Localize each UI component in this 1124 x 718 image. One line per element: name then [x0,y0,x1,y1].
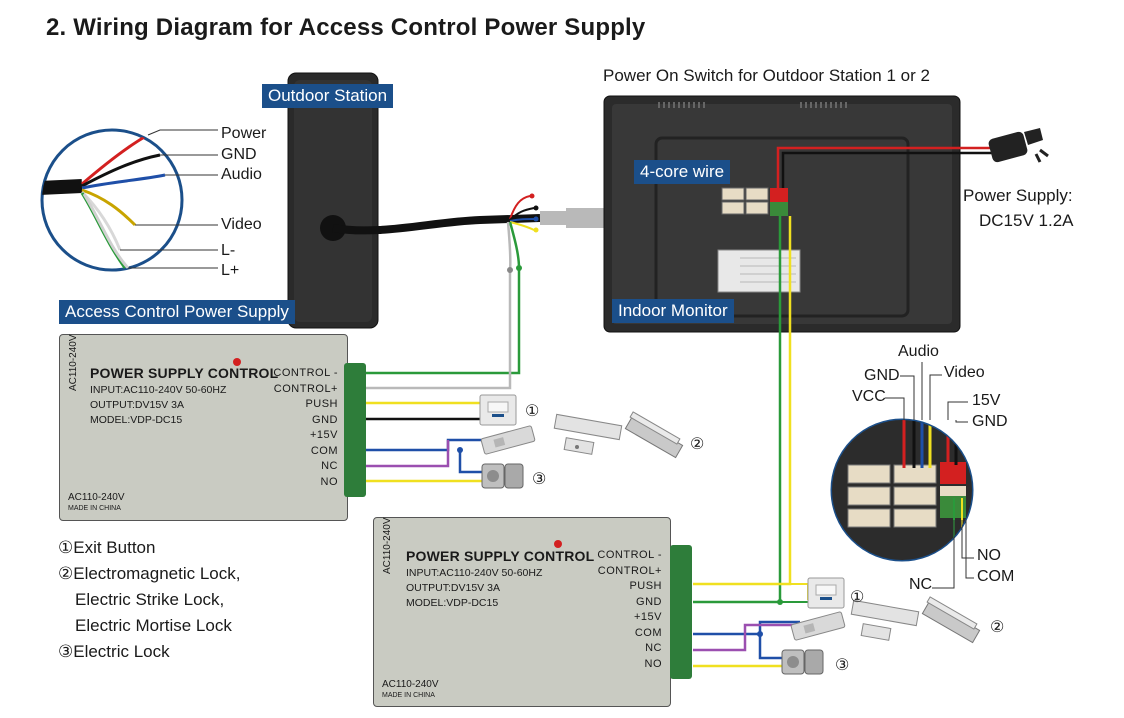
marker-3-set2: ③ [835,657,850,674]
marker-1-set2: ① [850,589,865,606]
connector-label-gnd2: GND [972,413,1008,430]
psu1-terminal-block [344,363,366,497]
connector-label-com: COM [977,568,1015,585]
electric-lock-device-1 [481,463,524,489]
psu1-side-text: AC110-240V [68,334,79,391]
dc-power-cable [776,146,1000,188]
power-supply-label: Power Supply: [963,186,1073,205]
psu1-name: POWER SUPPLY CONTROL [90,365,279,381]
electric-strike-device-1 [480,425,536,455]
wire-label-l-minus: L- [221,242,236,259]
psu2-terminal-block [670,545,692,679]
psu2-side-text: AC110-240V [382,517,393,574]
indoor-monitor-tag: Indoor Monitor [612,299,734,323]
marker-2-set2: ② [990,619,1005,636]
legend-exit-button: ①Exit Button [58,538,156,557]
connector-label-video: Video [944,364,985,381]
electric-strike-device-2 [790,611,846,641]
marker-3-set1: ③ [532,471,547,488]
exit-button-device-2 [807,577,845,609]
device-legend: ①Exit Button ②Electromagnetic Lock, Elec… [58,535,240,665]
outdoor-cable [332,214,541,235]
power-switch-note: Power On Switch for Outdoor Station 1 or… [603,66,930,85]
four-core-wire-tag: 4-core wire [634,160,731,184]
power-supply-unit-2: AC110-240V POWER SUPPLY CONTROL INPUT:AC… [373,517,692,707]
connector-label-gnd: GND [864,367,900,384]
wire-label-gnd: GND [221,146,257,163]
power-supply-spec: DC15V 1.2A [979,211,1074,230]
page-title: 2. Wiring Diagram for Access Control Pow… [46,14,646,41]
mortise-lock-device-2 [850,599,920,641]
marker-2-set1: ② [690,436,705,453]
electromagnetic-lock-device-1 [624,411,684,459]
power-supply-unit-1: AC110-240V POWER SUPPLY CONTROL INPUT:AC… [59,334,366,521]
legend-electric-lock: ③Electric Lock [58,642,170,661]
marker-1-set1: ① [525,403,540,420]
wire-label-l-plus: L+ [221,262,240,279]
wire-label-video: Video [221,216,262,233]
wire-label-audio: Audio [221,166,262,183]
connector-label-15v: 15V [972,392,1001,409]
exit-button-device-1 [479,394,517,426]
electric-lock-device-2 [781,649,824,675]
mortise-lock-device-1 [553,413,623,455]
access-control-power-supply-tag: Access Control Power Supply [59,300,295,324]
wire-label-power: Power [221,125,267,142]
legend-lock-types-2: Electric Strike Lock, [75,590,225,609]
psu2-led [554,540,562,548]
monitor-label-sticker [717,249,801,293]
connector-label-no: NO [977,547,1001,564]
outdoor-station-tag: Outdoor Station [262,84,394,108]
electromagnetic-lock-device-2 [921,596,981,644]
connector-label-audio: Audio [898,343,939,360]
monitor-connectors [721,187,788,216]
psu2-name: POWER SUPPLY CONTROL [406,548,595,564]
legend-lock-types-3: Electric Mortise Lock [75,616,232,635]
connector-label-vcc: VCC [852,388,886,405]
legend-lock-types: ②Electromagnetic Lock, [58,564,241,583]
connector-label-nc: NC [909,576,933,593]
psu1-led [233,358,241,366]
power-adapter-shape [988,128,1049,163]
